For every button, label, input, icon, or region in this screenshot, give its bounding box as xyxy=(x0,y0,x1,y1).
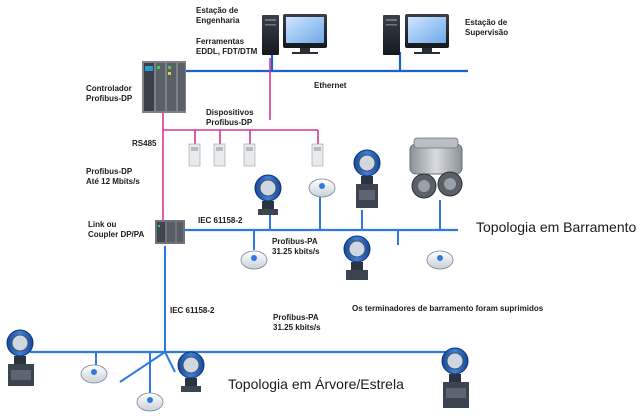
coupler-label-line1: Link ou xyxy=(88,220,117,229)
dp-devices-label-line1: Dispositivos xyxy=(206,108,254,117)
tree-topology-label: Topologia em Árvore/Estrela xyxy=(228,376,404,392)
supervision-station-label: Estação de Supervisão xyxy=(465,18,508,38)
pressure-transmitter xyxy=(177,351,205,392)
pressure-transmitter xyxy=(343,235,371,280)
dp-device xyxy=(243,143,256,167)
engineering-station-label-line2: Engenharia xyxy=(196,16,240,25)
dp-devices-label-line2: Profibus-DP xyxy=(206,118,253,127)
dp-device xyxy=(188,143,201,167)
iec-bottom-label: IEC 61158-2 xyxy=(170,306,215,315)
controller-label: Controlador Profibus-DP xyxy=(86,84,132,104)
coupler-label: Link ou Coupler DP/PA xyxy=(88,220,144,240)
iec-top-label: IEC 61158-2 xyxy=(198,216,243,225)
coupler-label-line2: Coupler DP/PA xyxy=(88,230,145,239)
pressure-transmitter xyxy=(254,174,282,215)
profibus-dp-devices xyxy=(188,143,324,167)
dp-speed-label-line2: Até 12 Mbits/s xyxy=(86,177,140,186)
tools-label-line1: Ferramentas xyxy=(196,37,245,46)
pa-speed-top-label-line1: Profibus-PA xyxy=(272,237,318,246)
tools-label: Ferramentas EDDL, FDT/DTM xyxy=(196,37,257,57)
bus-topology-label: Topologia em Barramento xyxy=(476,219,637,235)
pressure-transmitter xyxy=(441,347,469,408)
profibus-dp-controller xyxy=(142,61,186,113)
profibus-dp-line xyxy=(162,58,319,222)
terminators-note: Os terminadores de barramento foram supr… xyxy=(352,304,544,313)
pa-speed-bottom-label: Profibus-PA 31.25 kbits/s xyxy=(273,313,321,333)
dp-device xyxy=(213,143,226,167)
pa-speed-bottom-label-line1: Profibus-PA xyxy=(273,313,319,322)
dp-speed-label: Profibus-DP Até 12 Mbits/s xyxy=(86,167,140,187)
valve-positioner xyxy=(409,137,463,199)
temperature-transmitter xyxy=(240,250,268,270)
temperature-transmitter xyxy=(136,392,164,412)
controller-label-line2: Profibus-DP xyxy=(86,94,133,103)
engineering-station xyxy=(262,14,327,55)
temperature-transmitter xyxy=(308,178,336,198)
tools-label-line2: EDDL, FDT/DTM xyxy=(196,47,258,56)
supervision-station-label-line2: Supervisão xyxy=(465,28,509,37)
ethernet-line xyxy=(163,52,468,73)
supervision-station xyxy=(383,14,449,55)
supervision-station-label-line1: Estação de xyxy=(465,18,508,27)
dp-devices-label: Dispositivos Profibus-DP xyxy=(206,108,254,128)
engineering-station-label: Estação de Engenharia xyxy=(196,6,240,26)
ethernet-label: Ethernet xyxy=(314,81,347,90)
dp-speed-label-line1: Profibus-DP xyxy=(86,167,133,176)
pa-speed-top-label-line2: 31.25 kbits/s xyxy=(272,247,320,256)
pressure-transmitter xyxy=(353,149,381,208)
temperature-transmitter xyxy=(426,250,454,270)
temperature-transmitter xyxy=(80,364,108,384)
rs485-label: RS485 xyxy=(132,139,157,148)
engineering-station-label-line1: Estação de xyxy=(196,6,239,15)
pa-speed-top-label: Profibus-PA 31.25 kbits/s xyxy=(272,237,320,257)
dp-pa-coupler xyxy=(155,220,185,244)
controller-label-line1: Controlador xyxy=(86,84,132,93)
dp-device xyxy=(311,143,324,167)
pressure-transmitter xyxy=(6,329,34,386)
pa-speed-bottom-label-line2: 31.25 kbits/s xyxy=(273,323,321,332)
